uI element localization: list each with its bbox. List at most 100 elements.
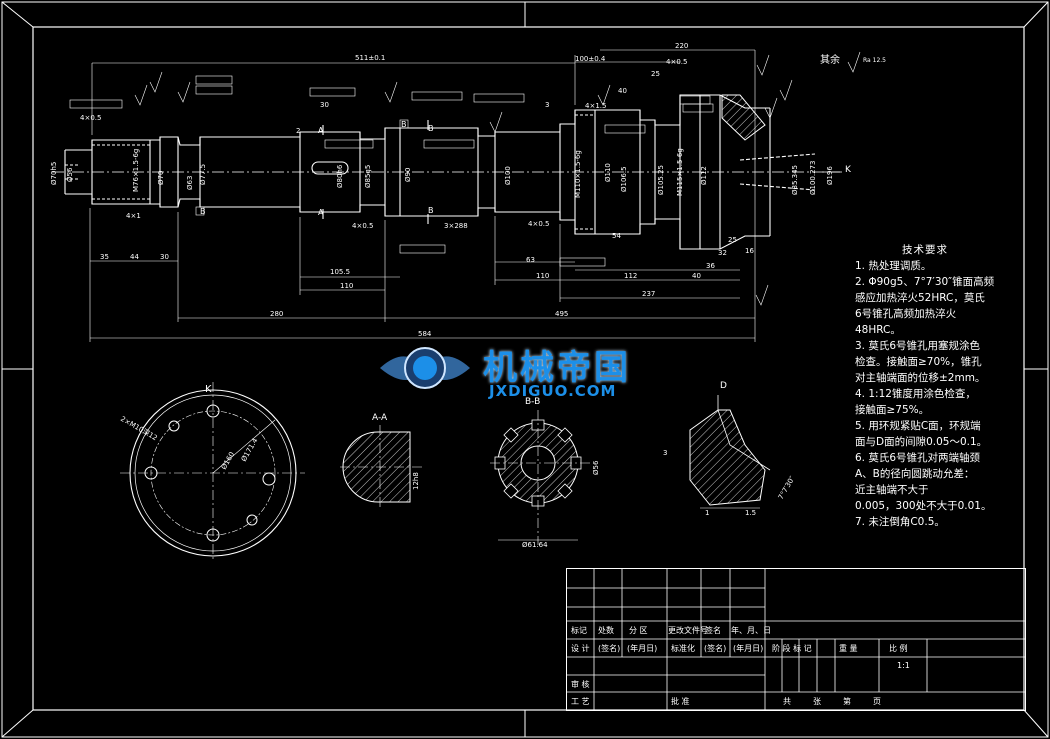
tb-sheet-3: 第 <box>843 697 851 706</box>
tb-sheet-2: 张 <box>813 697 821 706</box>
dia-m110: M110×1.5-6g <box>574 150 582 198</box>
tb-right-weight: 重 量 <box>839 644 858 653</box>
tech-note-line: 0.005，300处不大于0.01。 <box>855 500 992 512</box>
dim-220: 220 <box>675 42 688 50</box>
detail-d-dim1: 1 <box>705 509 709 517</box>
dim-30b: 30 <box>160 253 169 261</box>
dim-584: 584 <box>418 330 432 338</box>
tb-sheet-1: 共 <box>783 697 791 706</box>
dia-105.25: Ø105.25 <box>657 165 665 195</box>
tb-r2-c3: (年月日) <box>627 644 658 653</box>
tb-right-stage: 阶 段 标 记 <box>772 644 812 653</box>
tech-note-line: 接触面≥75%。 <box>855 404 930 416</box>
dia-80h6: Ø80h6 <box>336 164 344 188</box>
tech-note-line: 近主轴端不大于 <box>855 484 929 496</box>
tech-note-line: 4. 1:12锥度用涂色检查， <box>855 388 976 400</box>
section-bb-dim: Ø56 <box>592 460 600 475</box>
dia-110: Ø110 <box>604 163 612 182</box>
tb-r3-c1: 审 核 <box>571 680 590 689</box>
view-k-m10: 2×M10深12 <box>119 414 159 442</box>
dia-77.5: Ø77.5 <box>199 164 207 185</box>
dim-237: 237 <box>642 290 655 298</box>
tb-r1-c6: 年、月、日 <box>731 626 771 635</box>
tech-note-line: A、B的径向圆跳动允差： <box>855 468 975 480</box>
svg-text:B: B <box>200 207 206 216</box>
tech-note-line: 6号锥孔高频加热淬火 <box>855 308 957 320</box>
detail-d-dim3: 3 <box>663 449 667 457</box>
dia-m76: M76×1.5-6g <box>132 149 140 192</box>
tolerance-frames <box>69 51 861 306</box>
main-shaft <box>52 94 840 250</box>
diameter-labels: Ø70h5 Ø56 M76×1.5-6g Ø70 Ø77.5 Ø63 Ø80h6… <box>50 148 834 198</box>
dim-495: 495 <box>555 310 568 318</box>
dim-25: 25 <box>651 70 660 78</box>
detail-d-label: D <box>720 381 727 391</box>
tech-note-line: 面与D面的间隙0.05～0.1。 <box>855 436 988 448</box>
detail-d-dim2: 1.5 <box>745 509 756 517</box>
tech-note-line: 3. 莫氏6号锥孔用塞规涂色 <box>855 340 981 352</box>
dim-280: 280 <box>270 310 283 318</box>
svg-text:A: A <box>318 126 324 135</box>
dim-112: 112 <box>624 272 637 280</box>
tech-note-line: 感应加热淬火52HRC，莫氏 <box>855 292 985 304</box>
svg-text:B: B <box>428 206 434 215</box>
tb-r2-c1: 设 计 <box>571 644 590 653</box>
dia-90: Ø90 <box>404 168 412 182</box>
dia-56: Ø56 <box>66 167 74 182</box>
dim-511: 511±0.1 <box>355 54 385 62</box>
section-aa: A-A 12h8 <box>340 413 425 510</box>
dia-m115: M115×1.5-6g <box>676 148 684 196</box>
end-cap-hatch <box>721 94 766 141</box>
dim-110: 110 <box>340 282 353 290</box>
dim-4x0.5-left: 4×0.5 <box>80 114 101 122</box>
dim-25b: 25 <box>728 236 737 244</box>
view-k: K Ø160 Ø171.4 2×M10深12 <box>119 382 305 562</box>
watermark-gear-icon <box>380 347 470 389</box>
tb-r2-c5: (签名) <box>704 644 727 653</box>
section-bb-label: B-B <box>525 397 540 407</box>
dim-35: 35 <box>100 253 109 261</box>
tech-notes: 技术要求 1. 热处理调质。 2. Φ90g5、7°7′30″锥面高频 感应加热… <box>855 242 1005 530</box>
dim-105.5: 105.5 <box>330 268 350 276</box>
tb-r1-c4: 更改文件号 <box>668 626 708 635</box>
dim-32: 32 <box>718 249 727 257</box>
detail-d-angle: 7°7′30″ <box>777 475 797 501</box>
section-bb: B-B Ø56 Ø61.64 <box>490 397 600 549</box>
tb-r4-c2: 批 准 <box>671 697 690 706</box>
dimension-texts: 511±0.1 100±0.4 220 40 25 4×0.5 4×1.5 30… <box>80 42 754 338</box>
tech-note-line: 对主轴端面的位移±2mm。 <box>855 372 986 384</box>
title-block: 标记 处数 分 区 更改文件号 签名 年、月、日 设 计 (签名) (年月日) … <box>566 568 1026 711</box>
tb-sheet-4: 页 <box>873 697 881 706</box>
tech-note-line: 1. 热处理调质。 <box>855 260 932 272</box>
tech-note-line: 检查。接触面≥70%，锥孔 <box>855 356 982 368</box>
detail-d: D 1 1.5 3 7°7′30″ <box>663 381 797 517</box>
dim-36: 36 <box>706 262 715 270</box>
dim-2: 2 <box>296 127 300 135</box>
dia-112: Ø112 <box>700 166 708 185</box>
dim-3: 3 <box>545 101 549 109</box>
dia-100.273: Ø100.273 <box>809 161 817 195</box>
dia-63: Ø63 <box>186 176 194 190</box>
view-arrow-k: K <box>845 165 852 175</box>
dim-40b: 40 <box>692 272 701 280</box>
dim-30: 30 <box>320 101 329 109</box>
dim-3x288: 3×288 <box>444 222 468 230</box>
dim-4x0.5b: 4×0.5 <box>528 220 549 228</box>
remaining-roughness-value: Ra 12.5 <box>863 57 886 64</box>
dim-100: 100±0.4 <box>575 55 606 63</box>
tb-r2-c2: (签名) <box>598 644 621 653</box>
tech-notes-title: 技术要求 <box>902 244 948 256</box>
dia-85.345: Ø85.345 <box>791 165 799 195</box>
dim-44: 44 <box>130 253 139 261</box>
section-aa-dim: 12h8 <box>412 472 420 490</box>
dim-54: 54 <box>612 232 621 240</box>
watermark-en: JXDIGUO.COM <box>489 382 617 400</box>
tech-note-line: 6. 莫氏6号锥孔对两端轴颈 <box>855 452 981 464</box>
dim-40: 40 <box>618 87 627 95</box>
tech-note-line: 2. Φ90g5、7°7′30″锥面高频 <box>855 276 995 288</box>
svg-text:B: B <box>428 124 434 133</box>
tb-r1-c2: 处数 <box>598 626 614 635</box>
remaining-roughness-label: 其余 <box>820 53 840 66</box>
